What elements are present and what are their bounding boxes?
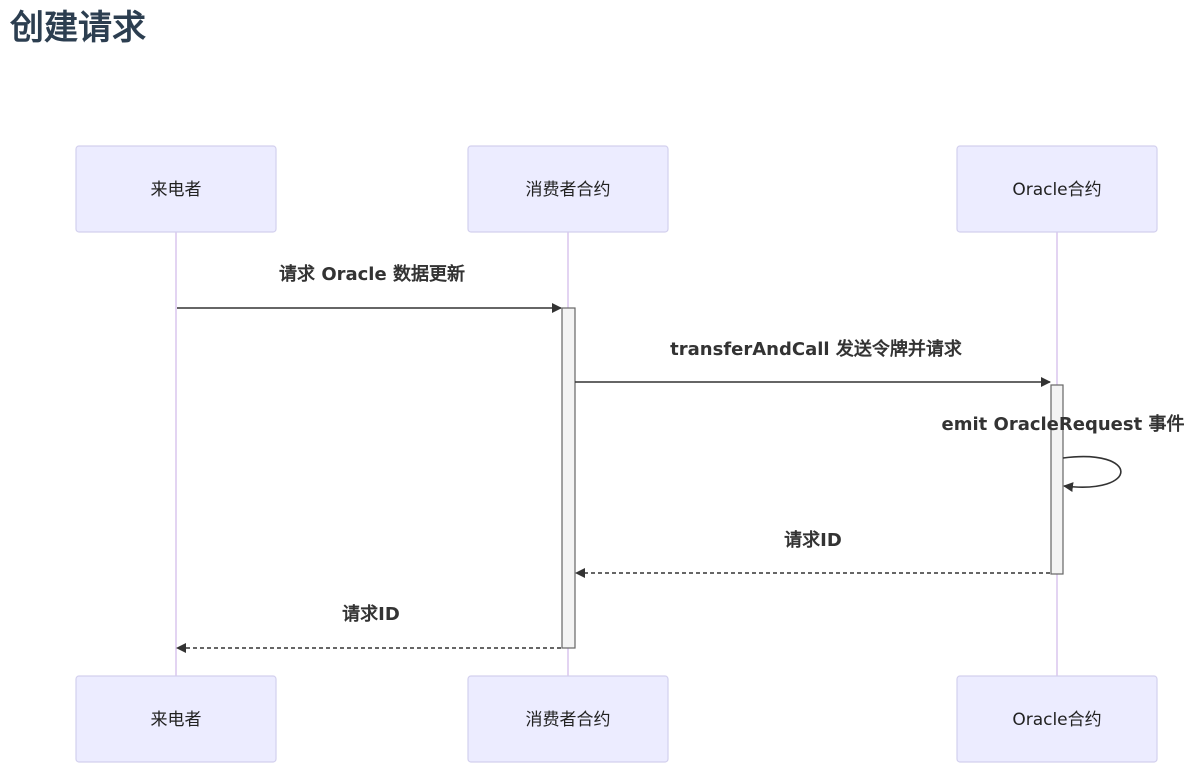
actor-oracle-bottom-label: Oracle合约: [1012, 710, 1101, 730]
actor-caller-bottom[interactable]: 来电者: [75, 675, 277, 763]
actor-consumer-bottom-label: 消费者合约: [526, 710, 611, 730]
message-2-label: transferAndCall 发送令牌并请求: [670, 338, 963, 360]
actor-caller-top[interactable]: 来电者: [75, 145, 277, 233]
actor-caller-top-label: 来电者: [151, 180, 202, 200]
message-transfer-and-call: transferAndCall 发送令牌并请求: [575, 338, 1051, 387]
message-emit-oracle-request: emit OracleRequest 事件: [942, 413, 1185, 493]
activation-consumer: [561, 307, 576, 649]
message-3-label: emit OracleRequest 事件: [942, 413, 1185, 435]
actor-oracle-top-label: Oracle合约: [1012, 180, 1101, 200]
actor-oracle-top[interactable]: Oracle合约: [956, 145, 1158, 233]
message-4-label: 请求ID: [784, 529, 842, 551]
actor-consumer-bottom[interactable]: 消费者合约: [467, 675, 669, 763]
message-request-oracle-update: 请求 Oracle 数据更新: [177, 263, 562, 313]
actor-consumer-top[interactable]: 消费者合约: [467, 145, 669, 233]
message-request-id-return-1: 请求ID: [575, 529, 1050, 578]
actor-caller-bottom-label: 来电者: [151, 710, 202, 730]
message-5-label: 请求ID: [342, 603, 400, 625]
message-3-self-loop-arrow: [1062, 455, 1122, 493]
message-1-label: 请求 Oracle 数据更新: [279, 263, 465, 285]
page-title: 创建请求: [10, 8, 146, 48]
activation-oracle: [1050, 384, 1064, 575]
message-request-id-return-2: 请求ID: [176, 603, 561, 653]
actor-oracle-bottom[interactable]: Oracle合约: [956, 675, 1158, 763]
actor-consumer-top-label: 消费者合约: [526, 180, 611, 200]
